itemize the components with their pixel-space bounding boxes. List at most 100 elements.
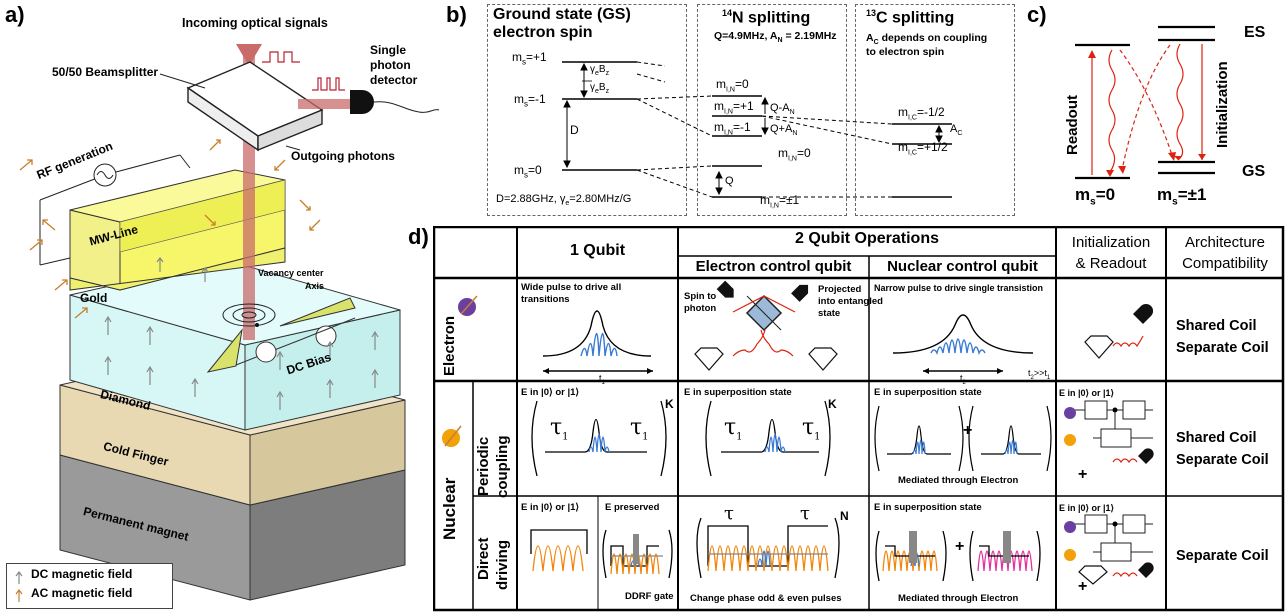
p-nc-state: E in superposition state <box>874 387 982 398</box>
outgoing-label: Outgoing photons <box>291 149 395 163</box>
p-ec-tau-2: τ1 <box>802 415 821 443</box>
hdr-arch-2: Compatibility <box>1182 255 1268 272</box>
e-ec-proj-2: into entangled <box>818 296 883 307</box>
d-1q-state: E in |0⟩ or |1⟩ <box>521 502 580 513</box>
p-1q-state: E in |0⟩ or |1⟩ <box>521 387 580 398</box>
hdr-2qubit: 2 Qubit Operations <box>794 230 939 247</box>
a-c-label: AC <box>950 123 963 138</box>
diamond-icon <box>694 347 724 371</box>
ms-plus1: ms=+1 <box>512 50 547 67</box>
es-label: ES <box>1244 24 1266 41</box>
d-nc-plus: + <box>955 538 965 555</box>
gamma-bz-1: γeBz <box>590 64 610 77</box>
gs-box <box>487 4 687 216</box>
gamma-bz-2: γeBz <box>590 82 610 95</box>
row-electron: Electron <box>441 315 458 376</box>
p-1q-k: K <box>665 397 674 411</box>
d-ec-phase: Change phase odd & even pulses <box>690 593 842 604</box>
n-mi-0b: mI,N=0 <box>778 146 811 163</box>
beamsplitter-label: 50/50 Beamsplitter <box>52 65 159 79</box>
c-title: 13C splitting <box>866 8 955 27</box>
n-title: 14N splitting <box>722 8 811 27</box>
incoming-label: Incoming optical signals <box>182 16 328 30</box>
legend-dc: DC magnetic field <box>31 567 133 581</box>
c-mi-minus: mI,C=-1/2 <box>898 105 945 122</box>
hdr-electron-ctrl: Electron control qubit <box>695 258 852 275</box>
p-1q-tau-2: τ1 <box>630 415 649 443</box>
e-1q-text-2: transitions <box>521 294 570 305</box>
d-preserved: E preserved <box>605 502 660 513</box>
ms-minus1: ms=-1 <box>514 92 546 109</box>
d-nc-state: E in superposition state <box>874 502 982 513</box>
p-nc-mediated: Mediated through Electron <box>898 475 1019 486</box>
detector-label-2: photon <box>370 58 411 72</box>
arch-separate-3: Separate Coil <box>1176 548 1269 564</box>
panel-a-letter: a) <box>5 2 25 27</box>
d-ec-tau-1: τ <box>724 503 734 524</box>
arch-shared-2: Shared Coil <box>1176 430 1257 446</box>
q-label: Q <box>725 175 734 187</box>
n-mi-plus1: mI,N=+1 <box>714 99 754 116</box>
d-ec-tau-2: τ <box>800 503 810 524</box>
p-nc-plus: + <box>963 422 973 439</box>
init-label: Initialization <box>1214 61 1231 148</box>
row-direct-2: driving <box>494 539 511 590</box>
q-plus-a: Q+AN <box>770 123 798 138</box>
d-label: D <box>570 123 579 137</box>
vacancy-label: Vacancy center <box>258 268 324 278</box>
hdr-1qubit: 1 Qubit <box>569 242 626 259</box>
mspm1-label: ms=±1 <box>1157 185 1207 208</box>
p-init-plus: + <box>1078 466 1088 483</box>
e-1q-text-1: Wide pulse to drive all <box>521 282 622 293</box>
gs-params: D=2.88GHz, γe=2.80MHz/G <box>496 193 632 208</box>
e-ec-proj-1: Projected <box>818 284 862 295</box>
p-1q-tau-1: τ1 <box>550 415 569 443</box>
d-ddrf: DDRF gate <box>625 591 674 602</box>
t2-gg-t1: t2>>t1 <box>1028 368 1051 381</box>
hdr-init-2: & Readout <box>1075 255 1147 272</box>
e-nc-text: Narrow pulse to drive single transistion <box>874 283 1044 293</box>
p-init-state: E in |0⟩ or |1⟩ <box>1059 388 1115 398</box>
n-box <box>697 4 847 216</box>
e-ec-spin-2: photon <box>684 303 717 314</box>
n-mi-minus1: mI,N=-1 <box>714 120 751 137</box>
gs-title-2: electron spin <box>493 24 593 41</box>
d-nc-mediated: Mediated through Electron <box>898 593 1019 604</box>
axis-label: Axis <box>305 281 325 291</box>
p-ec-state: E in superposition state <box>684 387 792 398</box>
c-box <box>855 4 1015 216</box>
d-ec-n: N <box>840 509 849 523</box>
gold-label: Gold <box>80 291 108 305</box>
e-ec-proj-3: state <box>818 308 841 319</box>
arch-shared-1: Shared Coil <box>1176 318 1257 334</box>
t2-label: t2 <box>960 373 966 386</box>
n-params: Q=4.9MHz, AN = 2.19MHz <box>714 30 837 45</box>
row-direct-1: Direct <box>475 537 492 580</box>
c-desc-2: to electron spin <box>866 46 945 58</box>
n-mi-0: mI,N=0 <box>716 77 749 94</box>
hdr-init-1: Initialization <box>1071 234 1151 251</box>
t1-label: t1 <box>599 373 605 386</box>
q-minus-a: Q-AN <box>770 102 795 117</box>
detector-label-3: detector <box>370 73 418 87</box>
hdr-arch-1: Architecture <box>1184 234 1266 251</box>
hdr-nuclear-ctrl: Nuclear control qubit <box>887 258 1038 275</box>
panel-a-illustration <box>19 44 440 601</box>
detector-label-1: Single <box>370 43 407 57</box>
p-ec-tau-1: τ1 <box>724 415 743 443</box>
row-periodic-1: Periodic <box>475 436 492 496</box>
arch-separate-1: Separate Coil <box>1176 340 1269 356</box>
gs-title-1: Ground state (GS) <box>493 6 631 23</box>
ms-zero: ms=0 <box>514 163 542 180</box>
gs-label: GS <box>1242 163 1266 180</box>
arch-separate-2: Separate Coil <box>1176 452 1269 468</box>
n-mi-pm1: mI,N=±1 <box>760 193 800 210</box>
panel-b-letter: b) <box>446 2 467 27</box>
p-ec-k: K <box>828 397 837 411</box>
c-mi-plus: mI,C=+1/2 <box>898 140 948 157</box>
d-init-state: E in |0⟩ or |1⟩ <box>1059 503 1115 513</box>
d-init-plus: + <box>1078 578 1088 595</box>
panel-d-letter: d) <box>408 224 429 249</box>
row-periodic-2: coupling <box>494 435 511 499</box>
e-ec-spin-1: Spin to <box>684 291 717 302</box>
